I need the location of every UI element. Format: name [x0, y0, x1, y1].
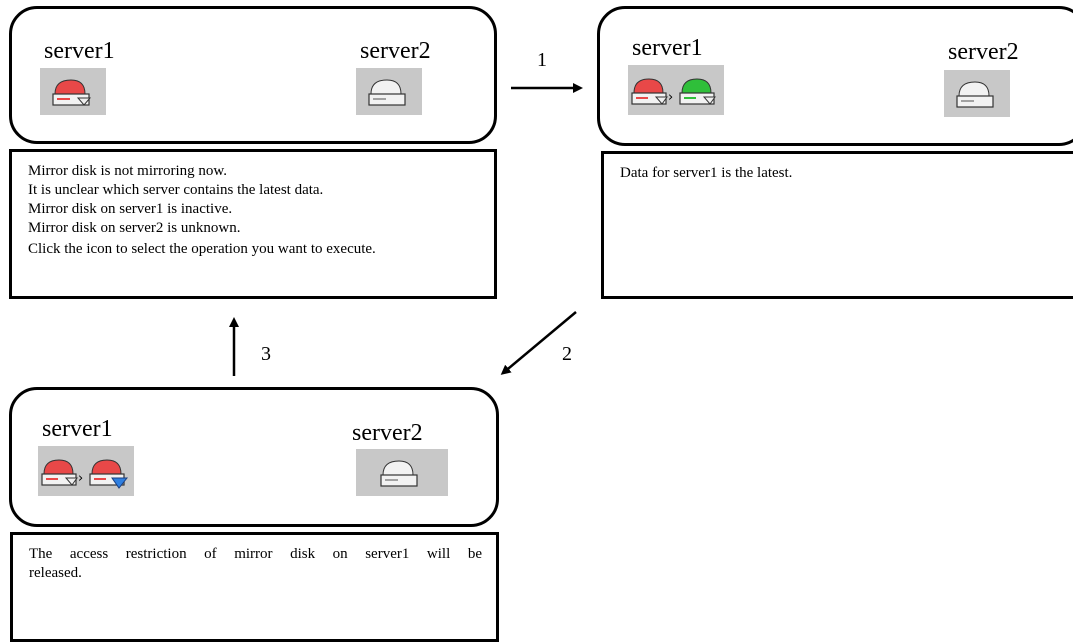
message-box-initial: Mirror disk is not mirroring now. It is … — [9, 149, 497, 299]
disk-unknown-icon — [380, 460, 418, 487]
arrow-step-2 — [500, 311, 577, 375]
server1-label: server1 — [44, 38, 115, 64]
server2-disk-tile[interactable] — [944, 70, 1010, 117]
server1-label: server1 — [42, 416, 113, 442]
svg-text:›: › — [78, 471, 83, 486]
disk-unknown-icon — [956, 81, 994, 108]
server1-label: server1 — [632, 35, 703, 61]
svg-text:›: › — [668, 90, 673, 105]
message-line: Mirror disk is not mirroring now. — [28, 163, 228, 179]
server1-disk-tile[interactable] — [40, 68, 106, 115]
disk-unknown-icon — [368, 79, 406, 106]
step-label-2: 2 — [562, 343, 572, 365]
server2-label: server2 — [948, 39, 1019, 65]
message-box-released: The access restriction of mirror disk on… — [10, 532, 499, 642]
server1-disk-tile[interactable]: › — [628, 65, 724, 115]
server2-label: server2 — [352, 420, 423, 446]
server1-disk-tile[interactable]: › — [38, 446, 134, 496]
message-line: Mirror disk on server2 is unknown. — [28, 220, 241, 236]
message-line: Data for server1 is the latest. — [620, 165, 793, 181]
message-line: released. — [29, 565, 82, 581]
disk-latest-icon — [679, 78, 716, 105]
step-label-1: 1 — [537, 49, 547, 71]
disk-inactive-icon: › — [41, 459, 83, 486]
step-label-3: 3 — [261, 343, 271, 365]
disk-inactive-icon — [52, 79, 92, 106]
disk-access-released-icon — [89, 459, 129, 489]
disk-inactive-icon: › — [631, 78, 673, 105]
message-box-latest: Data for server1 is the latest. — [601, 151, 1073, 299]
server2-disk-tile[interactable] — [356, 68, 422, 115]
panel-access-released: server1 › server2 — [9, 387, 499, 527]
server2-disk-tile[interactable] — [356, 449, 448, 496]
panel-latest-selected: server1 › server2 — [597, 6, 1073, 146]
message-line: Mirror disk on server1 is inactive. — [28, 201, 233, 217]
panel-initial-state: server1 server2 — [9, 6, 497, 144]
message-line: Click the icon to select the operation y… — [28, 241, 376, 257]
message-line: The access restriction of mirror disk on… — [29, 546, 482, 562]
server2-label: server2 — [360, 38, 431, 64]
message-line: It is unclear which server contains the … — [28, 182, 324, 198]
